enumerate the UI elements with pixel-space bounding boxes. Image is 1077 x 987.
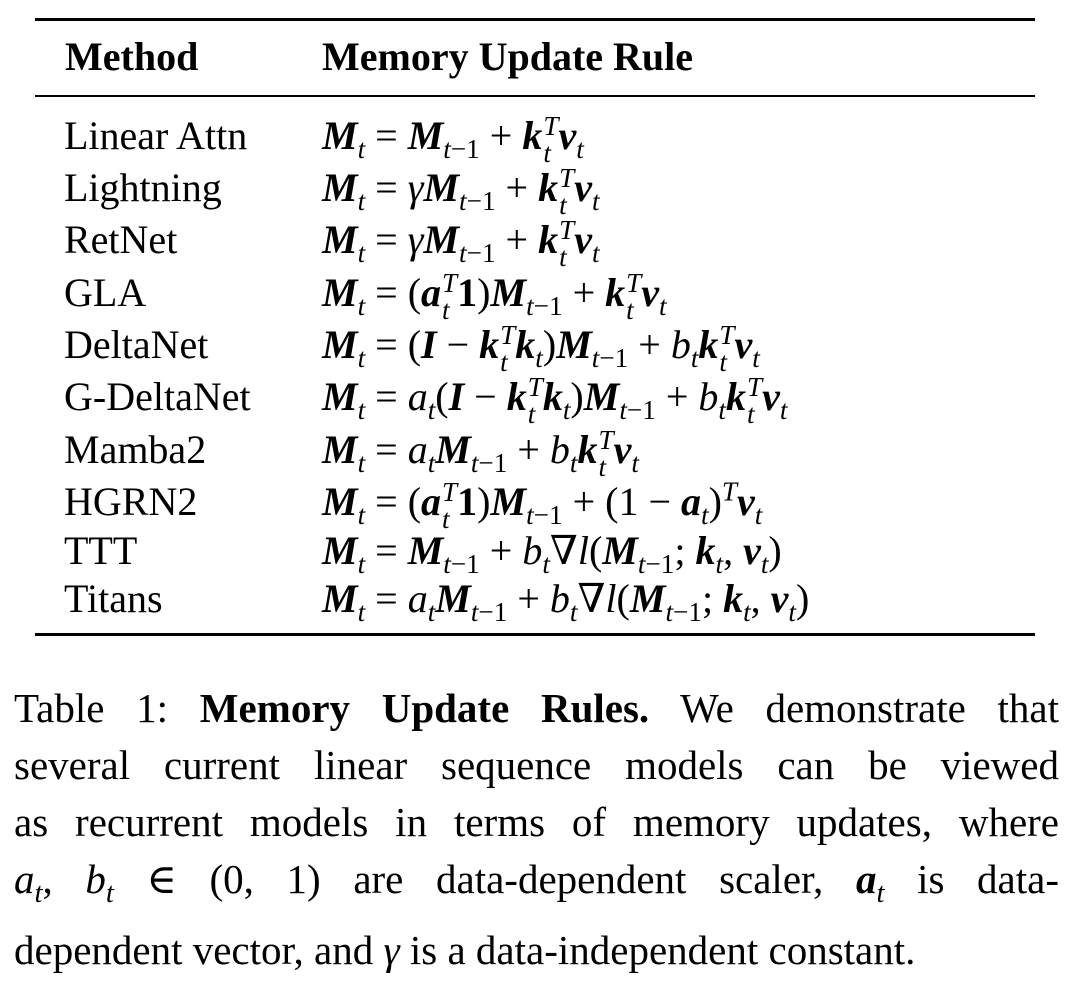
caption-line: at, bt ∈ (0, 1) are data-dependent scale… — [14, 851, 1059, 922]
update-rule-formula: Mt = atMt−1 + bt∇l(Mt−1; kt, vt) — [322, 576, 810, 627]
caption-math-gamma: γ — [383, 927, 400, 974]
table-row: Titans Mt = atMt−1 + bt∇l(Mt−1; kt, vt) — [35, 573, 1035, 627]
caption-math-ab: at, bt ∈ (0, 1) — [14, 856, 321, 910]
caption-line: Table 1: Memory Update Rules. We demonst… — [14, 680, 1059, 737]
method-name: TTT — [64, 528, 138, 573]
caption-title: Memory Update Rules. — [199, 685, 650, 731]
update-rule-formula: Mt = Mt−1 + bt∇l(Mt−1; kt, vt) — [322, 528, 782, 579]
caption-text: is a data-independent constant. — [409, 927, 916, 974]
method-name: G-DeltaNet — [64, 374, 251, 419]
caption-line: as recurrent models in terms of memory u… — [14, 799, 1059, 845]
method-name: HGRN2 — [64, 479, 198, 524]
method-name: Titans — [64, 576, 163, 621]
caption-line: several current linear sequence models c… — [14, 742, 1059, 788]
table-top-rule — [35, 18, 1035, 21]
method-name: DeltaNet — [64, 322, 209, 367]
column-header-method: Method — [65, 34, 199, 79]
caption-text: is data- — [917, 856, 1059, 902]
table-header-rule — [35, 95, 1035, 97]
method-name: GLA — [64, 270, 147, 315]
method-name: Lightning — [64, 165, 222, 210]
caption-label: Table 1: — [14, 685, 169, 731]
caption-text: are data-dependent scaler, — [353, 856, 824, 902]
table-bottom-rule — [35, 633, 1035, 636]
caption-text: We demonstrate that — [680, 685, 1060, 731]
table-caption: Table 1: Memory Update Rules. We demonst… — [14, 680, 1059, 979]
method-name: RetNet — [64, 217, 178, 262]
caption-line: dependent vector, and γ is a data-indepe… — [14, 922, 1059, 979]
method-name: Mamba2 — [64, 427, 207, 472]
caption-math-avec: at — [855, 856, 885, 910]
table-row: TTT Mt = Mt−1 + bt∇l(Mt−1; kt, vt) — [35, 525, 1035, 579]
caption-text: dependent vector, and — [14, 927, 374, 974]
method-name: Linear Attn — [64, 113, 248, 158]
column-header-memory-update-rule: Memory Update Rule — [322, 34, 694, 79]
